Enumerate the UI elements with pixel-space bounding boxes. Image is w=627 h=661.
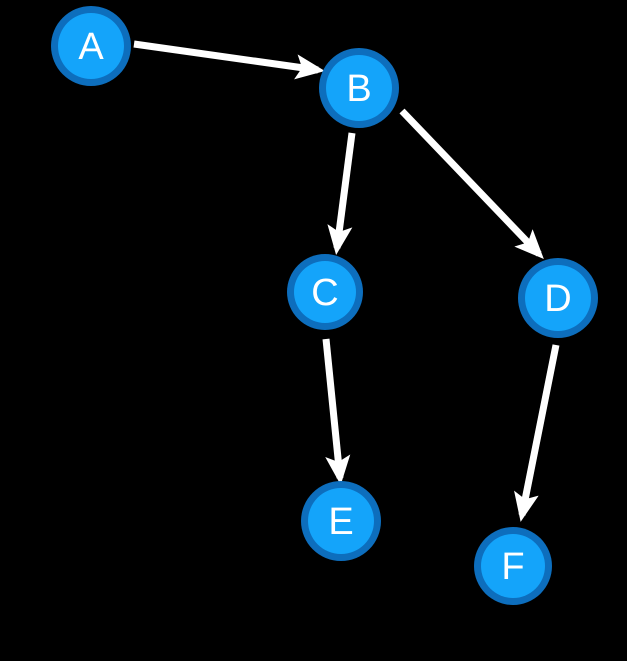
graph-node-b[interactable]: B [319,48,399,128]
node-label-d: D [544,278,571,320]
graph-node-c[interactable]: C [287,254,363,330]
graph-edge-b-to-c [327,132,356,255]
node-label-c: C [311,272,338,314]
node-fill-e [308,488,374,554]
node-fill-a [58,13,124,79]
nodes-layer: A B C D E F [51,6,598,605]
graph-node-f[interactable]: F [474,527,552,605]
node-fill-f [481,534,545,598]
node-fill-d [525,265,591,331]
edges-layer [133,40,560,522]
graph-edge-a-to-b [133,40,325,80]
graph-edge-d-to-f [514,344,560,522]
graph-edge-b-to-d [399,108,544,260]
node-label-e: E [328,501,353,543]
node-fill-c [294,261,356,323]
node-fill-b [326,55,392,121]
node-label-a: A [78,26,104,68]
graph-node-d[interactable]: D [518,258,598,338]
graph-node-e[interactable]: E [301,481,381,561]
node-label-f: F [501,546,524,588]
node-label-b: B [346,68,371,110]
graph-node-a[interactable]: A [51,6,131,86]
graph-edge-c-to-e [322,338,351,485]
